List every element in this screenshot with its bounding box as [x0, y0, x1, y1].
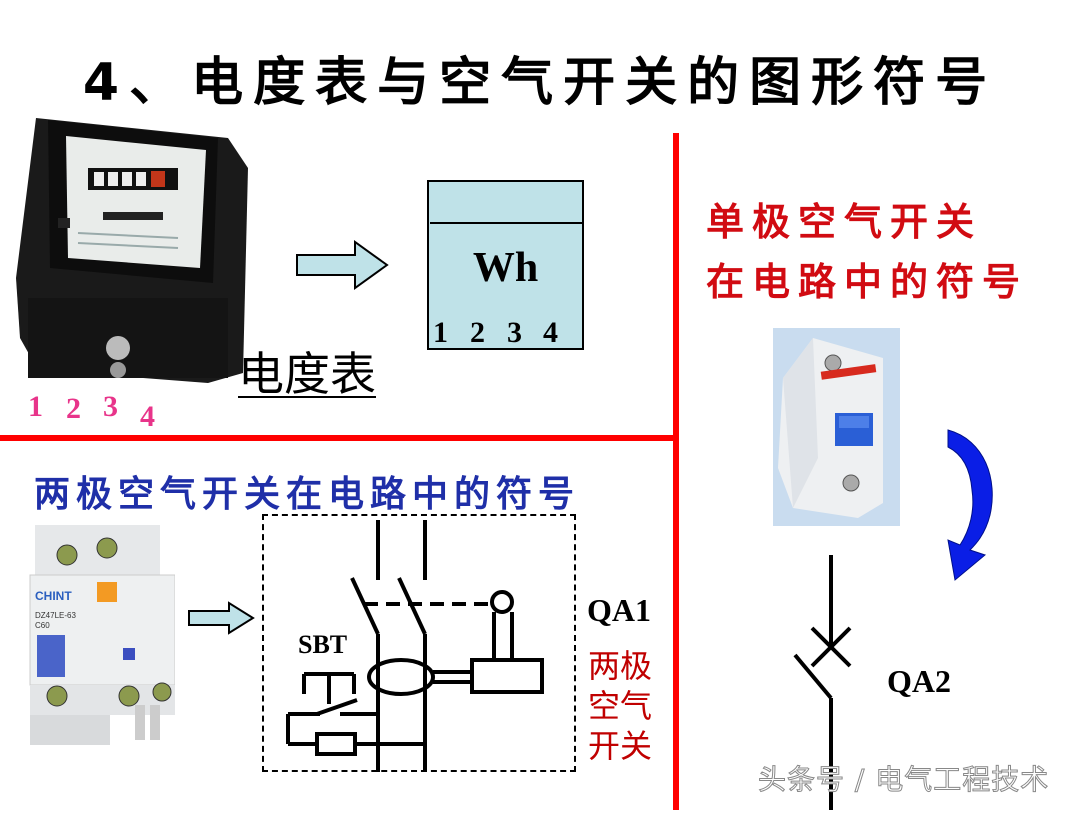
meter-symbol-divider — [430, 222, 584, 224]
electricity-meter-photo — [8, 108, 258, 408]
single-pole-switch-symbol — [790, 550, 860, 814]
meter-terminal-3: 3 — [103, 390, 118, 423]
page-title: 4、电度表与空气开关的图形符号 — [82, 53, 998, 113]
single-pole-breaker-photo — [773, 328, 900, 526]
curved-arrow-icon — [930, 425, 1000, 589]
meter-terminal-1: 1 — [28, 390, 43, 423]
vertical-divider — [673, 133, 679, 810]
single-pole-title-line1: 单极空气开关 — [706, 200, 983, 244]
qa1-desc-line3: 开关 — [588, 727, 653, 765]
qa1-desc-line1: 两极 — [588, 647, 653, 685]
qa1-desc-line2: 空气 — [588, 687, 653, 725]
meter-symbol-box — [427, 180, 584, 350]
meter-symbol-unit: Wh — [472, 245, 539, 291]
right-arrow-icon-2 — [187, 601, 255, 639]
qa2-label: QA2 — [887, 663, 951, 699]
meter-label: 电度表 — [238, 347, 376, 401]
svg-text:DZ47LE-63: DZ47LE-63 — [35, 611, 76, 620]
qa1-label: QA1 — [587, 592, 651, 628]
meter-symbol-terminals: 1 2 3 4 — [433, 316, 580, 350]
horizontal-divider — [0, 435, 678, 441]
watermark: 头条号 / 电气工程技术 — [757, 763, 1050, 797]
meter-terminal-2: 2 — [66, 392, 81, 425]
single-pole-title-line2: 在电路中的符号 — [706, 260, 1029, 304]
qa1-description: 两极 空气 开关 — [588, 646, 664, 766]
svg-text:CHINT: CHINT — [35, 589, 72, 603]
symbol-terminal-2: 2 — [470, 316, 485, 349]
symbol-terminal-3: 3 — [507, 316, 522, 349]
symbol-terminal-1: 1 — [433, 316, 448, 349]
meter-terminal-4: 4 — [140, 400, 155, 433]
double-pole-rcd-symbol — [262, 514, 576, 776]
right-arrow-icon — [295, 240, 390, 294]
double-pole-title: 两极空气开关在电路中的符号 — [34, 474, 581, 515]
sbt-label: SBT — [298, 630, 348, 659]
double-pole-breaker-photo: CHINT DZ47LE-63 C60 — [25, 520, 175, 745]
svg-text:C60: C60 — [35, 621, 50, 630]
symbol-terminal-4: 4 — [543, 316, 558, 349]
single-pole-title: 单极空气开关 在电路中的符号 — [706, 192, 1028, 312]
double-pole-symbol-box — [262, 514, 576, 772]
